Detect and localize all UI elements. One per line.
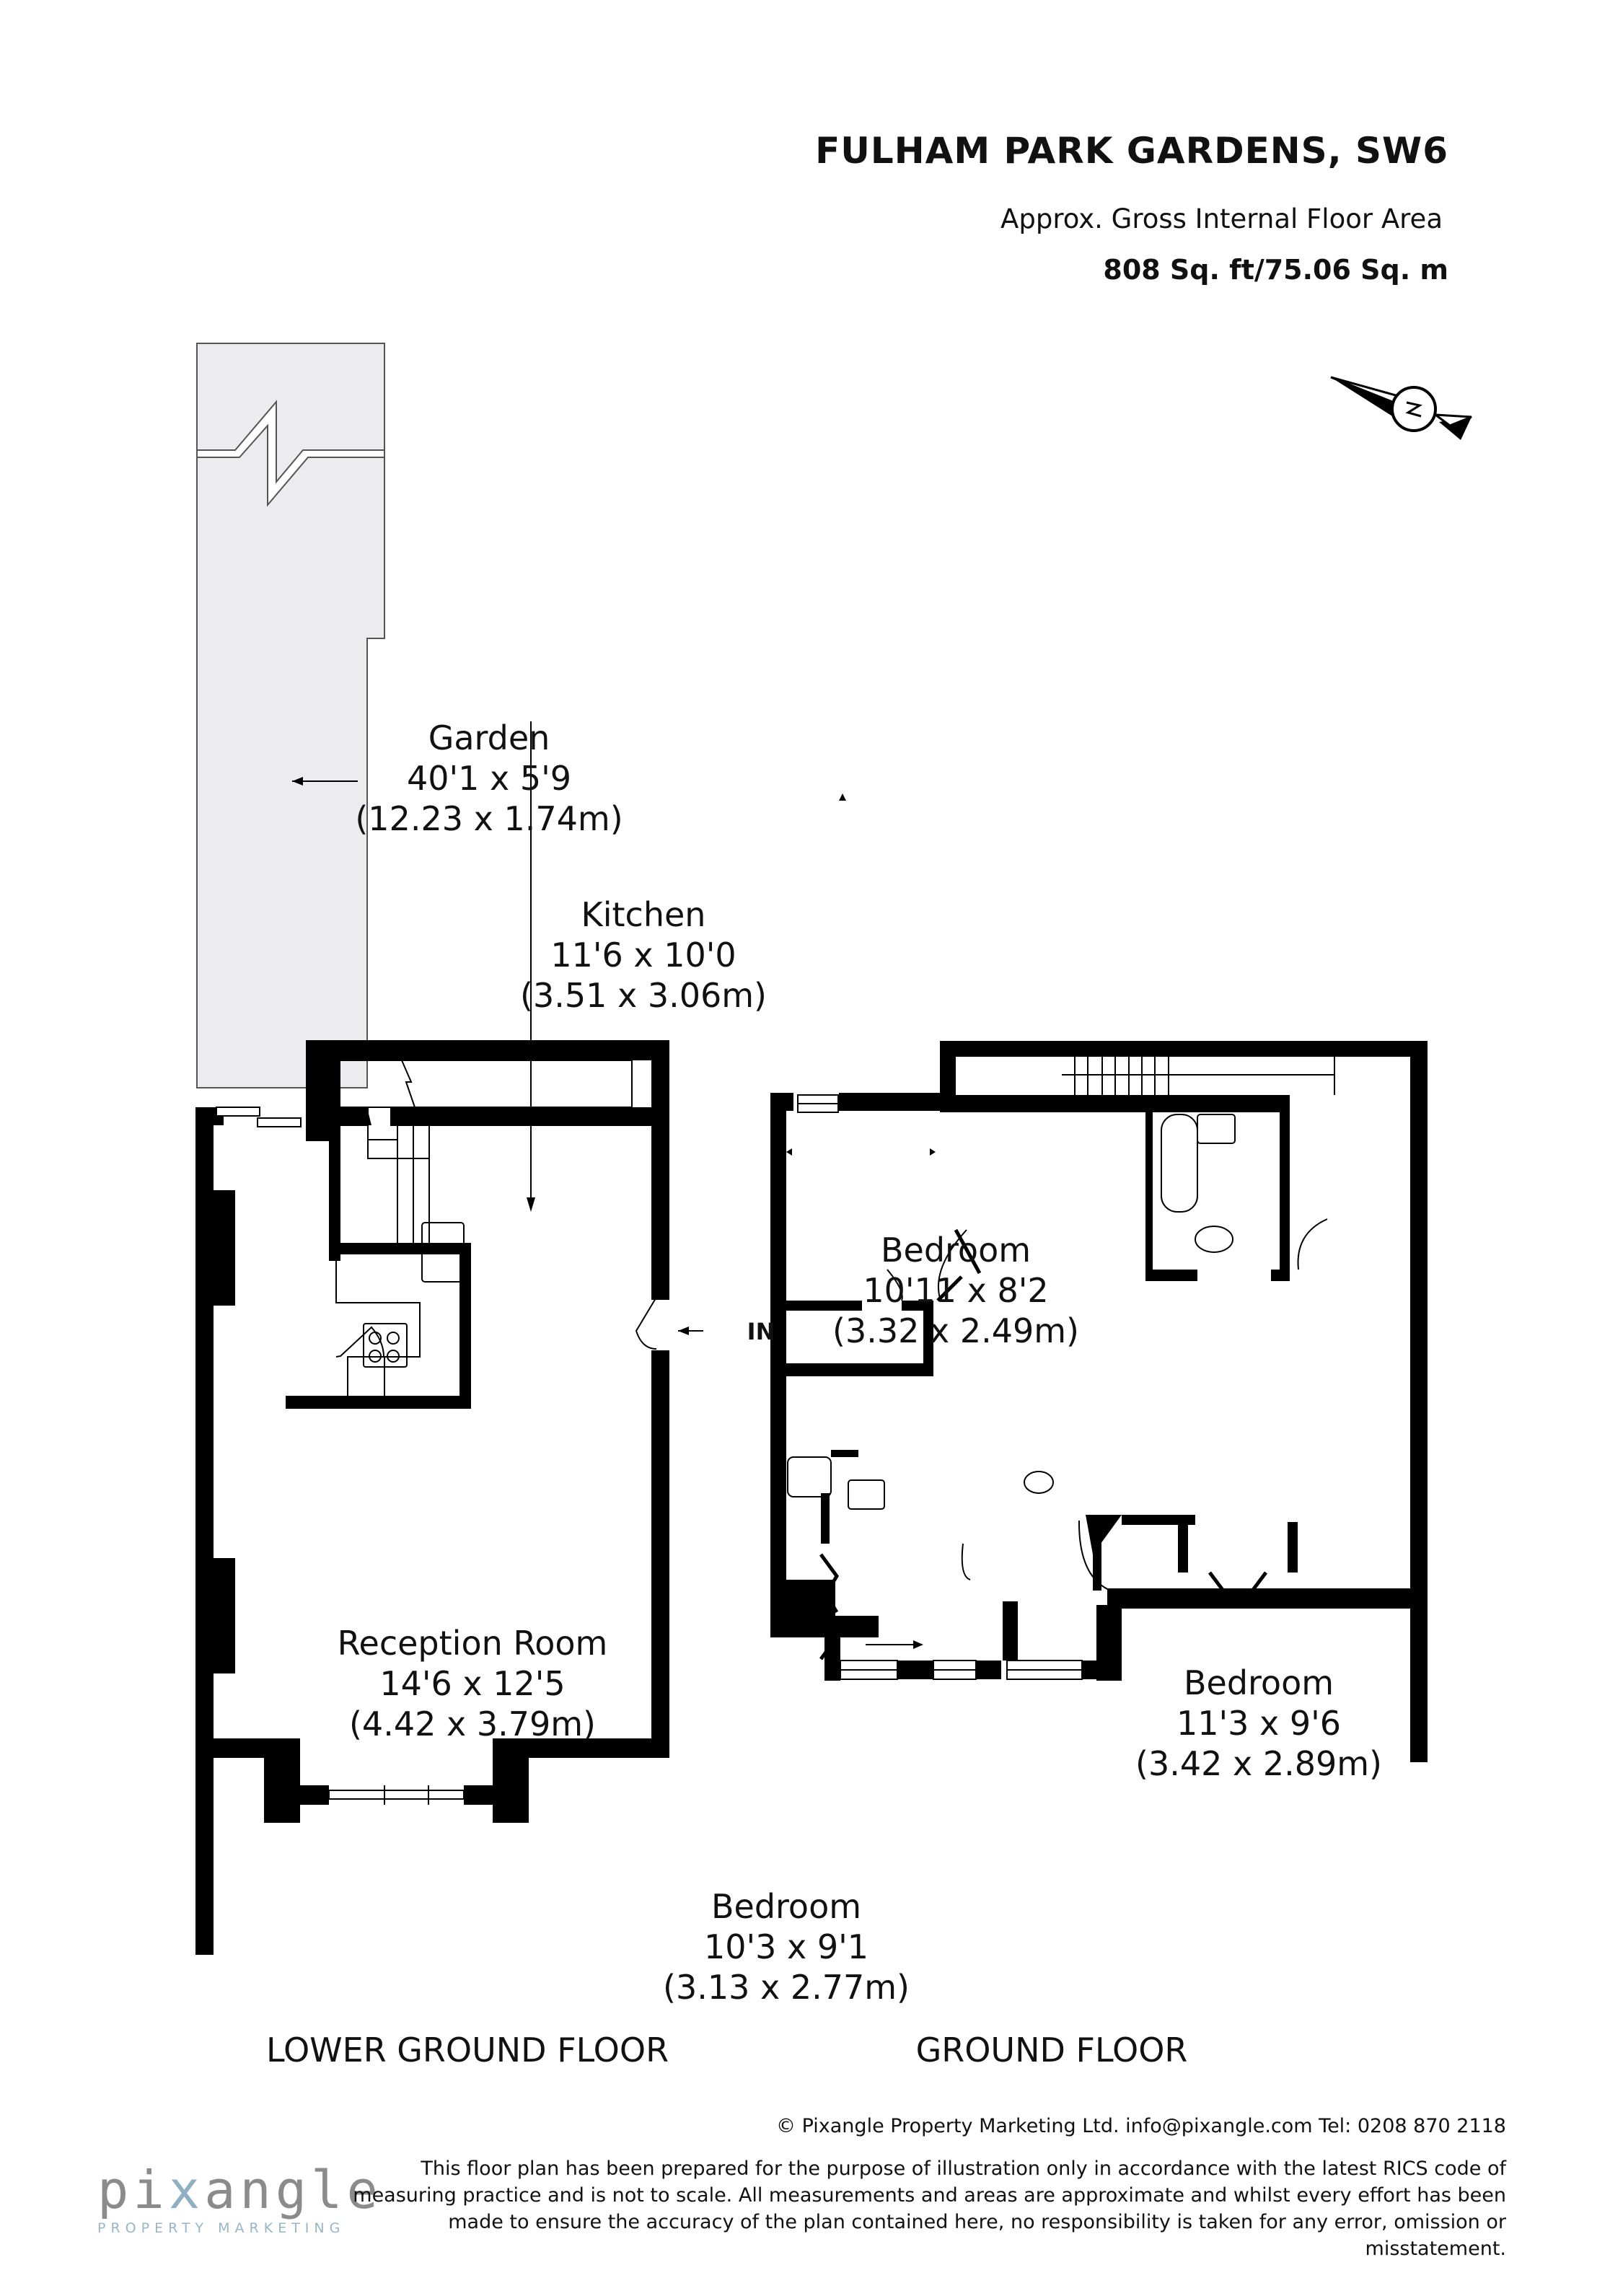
room-dims-imperial: 10'11 x 8'2 — [863, 1271, 1049, 1310]
entrance-label: IN — [747, 1318, 775, 1345]
room-name: Garden — [428, 718, 550, 757]
room-dims-metric: (3.42 x 2.89m) — [1135, 1744, 1383, 1783]
floor-label-lower-ground: LOWER GROUND FLOOR — [265, 2031, 669, 2070]
room-name: Bedroom — [711, 1887, 862, 1926]
room-dims-metric: (3.51 x 3.06m) — [519, 976, 767, 1015]
room-name: Bedroom — [880, 1231, 1032, 1270]
pixangle-logo: pixangle PROPERTY MARKETING — [97, 2160, 382, 2236]
floor-area: 808 Sq. ft/75.06 Sq. m — [1103, 254, 1448, 286]
room-label-kitchen: Kitchen 11'6 x 10'0 (3.51 x 3.06m) — [520, 894, 767, 1016]
room-dims-imperial: 14'6 x 12'5 — [379, 1664, 566, 1703]
room-dims-imperial: 40'1 x 5'9 — [406, 759, 572, 798]
room-name: Reception Room — [337, 1624, 608, 1663]
room-dims-metric: (3.32 x 2.49m) — [832, 1311, 1080, 1350]
room-label-bedroom-3: Bedroom 10'3 x 9'1 (3.13 x 2.77m) — [663, 1886, 910, 2007]
disclaimer-text: This floor plan has been prepared for th… — [353, 2158, 1506, 2260]
room-dims-imperial: 10'3 x 9'1 — [703, 1927, 869, 1966]
room-name: Kitchen — [581, 895, 706, 934]
room-dims-metric: (12.23 x 1.74m) — [355, 799, 623, 838]
room-dims-metric: (4.42 x 3.79m) — [348, 1705, 596, 1743]
floor-label-ground: GROUND FLOOR — [915, 2031, 1188, 2070]
room-label-bedroom-1: Bedroom 10'11 x 8'2 (3.32 x 2.49m) — [832, 1230, 1079, 1351]
room-dims-metric: (3.13 x 2.77m) — [662, 1968, 910, 2007]
copyright-text: © Pixangle Property Marketing Ltd. info@… — [776, 2115, 1506, 2137]
ground-floor-walls — [770, 1041, 1428, 1762]
room-dims-imperial: 11'6 x 10'0 — [550, 936, 736, 975]
room-label-bedroom-2: Bedroom 11'3 x 9'6 (3.42 x 2.89m) — [1135, 1663, 1382, 1784]
north-arrow-icon — [1330, 376, 1472, 440]
room-dims-imperial: 11'3 x 9'6 — [1176, 1704, 1342, 1743]
property-title: FULHAM PARK GARDENS, SW6 — [815, 130, 1448, 172]
room-label-reception: Reception Room 14'6 x 12'5 (4.42 x 3.79m… — [338, 1623, 608, 1744]
room-name: Bedroom — [1183, 1663, 1334, 1702]
area-subtitle: Approx. Gross Internal Floor Area — [1000, 203, 1443, 234]
room-label-garden: Garden 40'1 x 5'9 (12.23 x 1.74m) — [355, 718, 623, 839]
garden-area — [196, 343, 385, 1088]
lower-ground-floor-walls — [195, 1040, 669, 1955]
